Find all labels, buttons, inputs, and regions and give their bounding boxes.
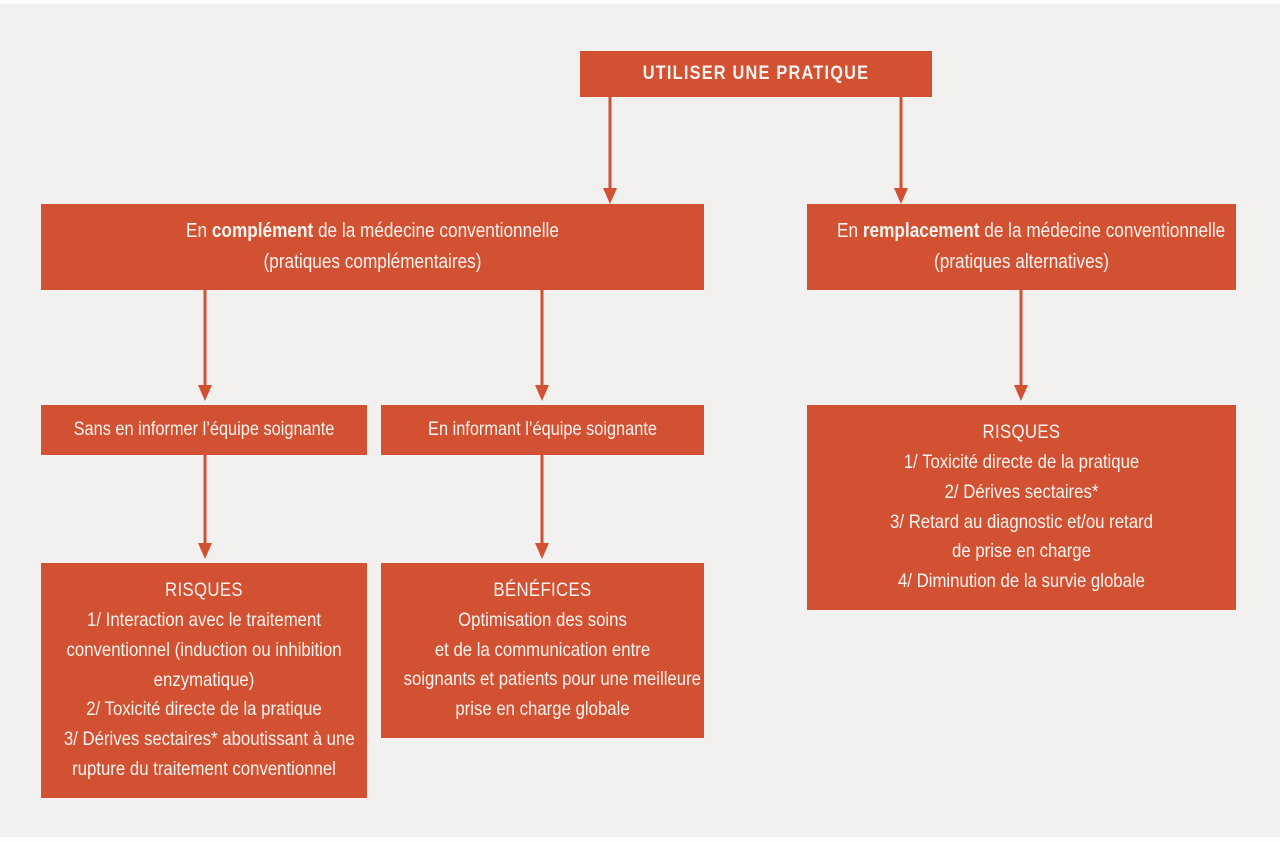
risques-remplacement-line: 4/ Diminution de la survie globale xyxy=(897,570,1146,593)
risques-complement-line: rupture du traitement conventionnel xyxy=(72,757,336,780)
arrow-en-informant-to-benefices xyxy=(535,455,549,559)
node-sans-informer-label: Sans en informer l’équipe soignante xyxy=(73,419,335,440)
arrow-complement-to-en-informant xyxy=(535,290,549,401)
risques-remplacement-line: 2/ Dérives sectaires* xyxy=(944,480,1099,503)
node-risques-complement: RISQUES 1/ Interaction avec le traitemen… xyxy=(41,563,367,798)
arrow-head-icon xyxy=(603,188,617,204)
risques-complement-line: 1/ Interaction avec le traitement xyxy=(87,609,321,631)
arrow-line xyxy=(899,97,903,190)
arrow-head-icon xyxy=(535,543,549,559)
bottom-border-strip xyxy=(0,837,1280,842)
complement-bold-word: complément xyxy=(211,220,314,242)
benefices-line: et de la communication entre xyxy=(434,638,651,661)
risques-remplacement-line: 3/ Retard au diagnostic et/ou retard xyxy=(890,510,1153,533)
arrow-head-icon xyxy=(1014,385,1028,401)
risques-complement-title: RISQUES xyxy=(165,579,243,602)
arrow-head-icon xyxy=(198,543,212,559)
risques-remplacement-line: 1/ Toxicité directe de la pratique xyxy=(903,450,1140,473)
node-en-informant: En informant l’équipe soignante xyxy=(381,405,704,455)
node-complement-line1: En complément de la médecine conventionn… xyxy=(186,220,559,242)
risques-remplacement-title: RISQUES xyxy=(982,421,1061,444)
risques-complement-line: enzymatique) xyxy=(153,668,255,691)
benefices-line: Optimisation des soins xyxy=(458,608,627,631)
node-en-remplacement: En remplacement de la médecine conventio… xyxy=(807,204,1236,290)
arrow-line xyxy=(540,455,544,545)
arrow-line xyxy=(203,455,207,545)
remplacement-bold-word: remplacement xyxy=(862,220,980,242)
arrow-complement-to-sans-informer xyxy=(198,290,212,401)
arrow-head-icon xyxy=(535,385,549,401)
risques-complement-line: 3/ Dérives sectaires* aboutissant à une xyxy=(63,728,355,751)
arrow-root-to-complement xyxy=(603,97,617,204)
benefices-title: BÉNÉFICES xyxy=(493,579,592,601)
benefices-line: prise en charge globale xyxy=(455,698,630,721)
risques-complement-line: conventionnel (induction ou inhibition xyxy=(66,638,342,661)
node-utiliser-une-pratique: UTILISER UNE PRATIQUE xyxy=(580,51,932,97)
node-risques-remplacement: RISQUES 1/ Toxicité directe de la pratiq… xyxy=(807,405,1236,610)
arrow-line xyxy=(1019,290,1023,387)
arrow-sans-informer-to-risques xyxy=(198,455,212,559)
node-en-complement: En complément de la médecine conventionn… xyxy=(41,204,704,290)
top-border-strip xyxy=(0,0,1280,4)
arrow-head-icon xyxy=(894,188,908,204)
arrow-line xyxy=(608,97,612,190)
node-benefices: BÉNÉFICES Optimisation des soins et de l… xyxy=(381,563,704,738)
arrow-head-icon xyxy=(198,385,212,401)
arrow-line xyxy=(203,290,207,387)
node-en-informant-label: En informant l’équipe soignante xyxy=(428,419,657,440)
arrow-root-to-remplacement xyxy=(894,97,908,204)
node-sans-en-informer: Sans en informer l’équipe soignante xyxy=(41,405,367,455)
risques-remplacement-line: de prise en charge xyxy=(952,540,1091,563)
node-complement-line2: (pratiques complémentaires) xyxy=(263,251,482,273)
node-remplacement-line1: En remplacement de la médecine conventio… xyxy=(837,220,1226,242)
arrow-line xyxy=(540,290,544,387)
benefices-line: soignants et patients pour une meilleure xyxy=(403,668,702,691)
arrow-remplacement-to-risques xyxy=(1014,290,1028,401)
risques-complement-line: 2/ Toxicité directe de la pratique xyxy=(86,698,322,721)
node-remplacement-line2: (pratiques alternatives) xyxy=(934,251,1109,273)
node-root-label: UTILISER UNE PRATIQUE xyxy=(642,63,870,84)
